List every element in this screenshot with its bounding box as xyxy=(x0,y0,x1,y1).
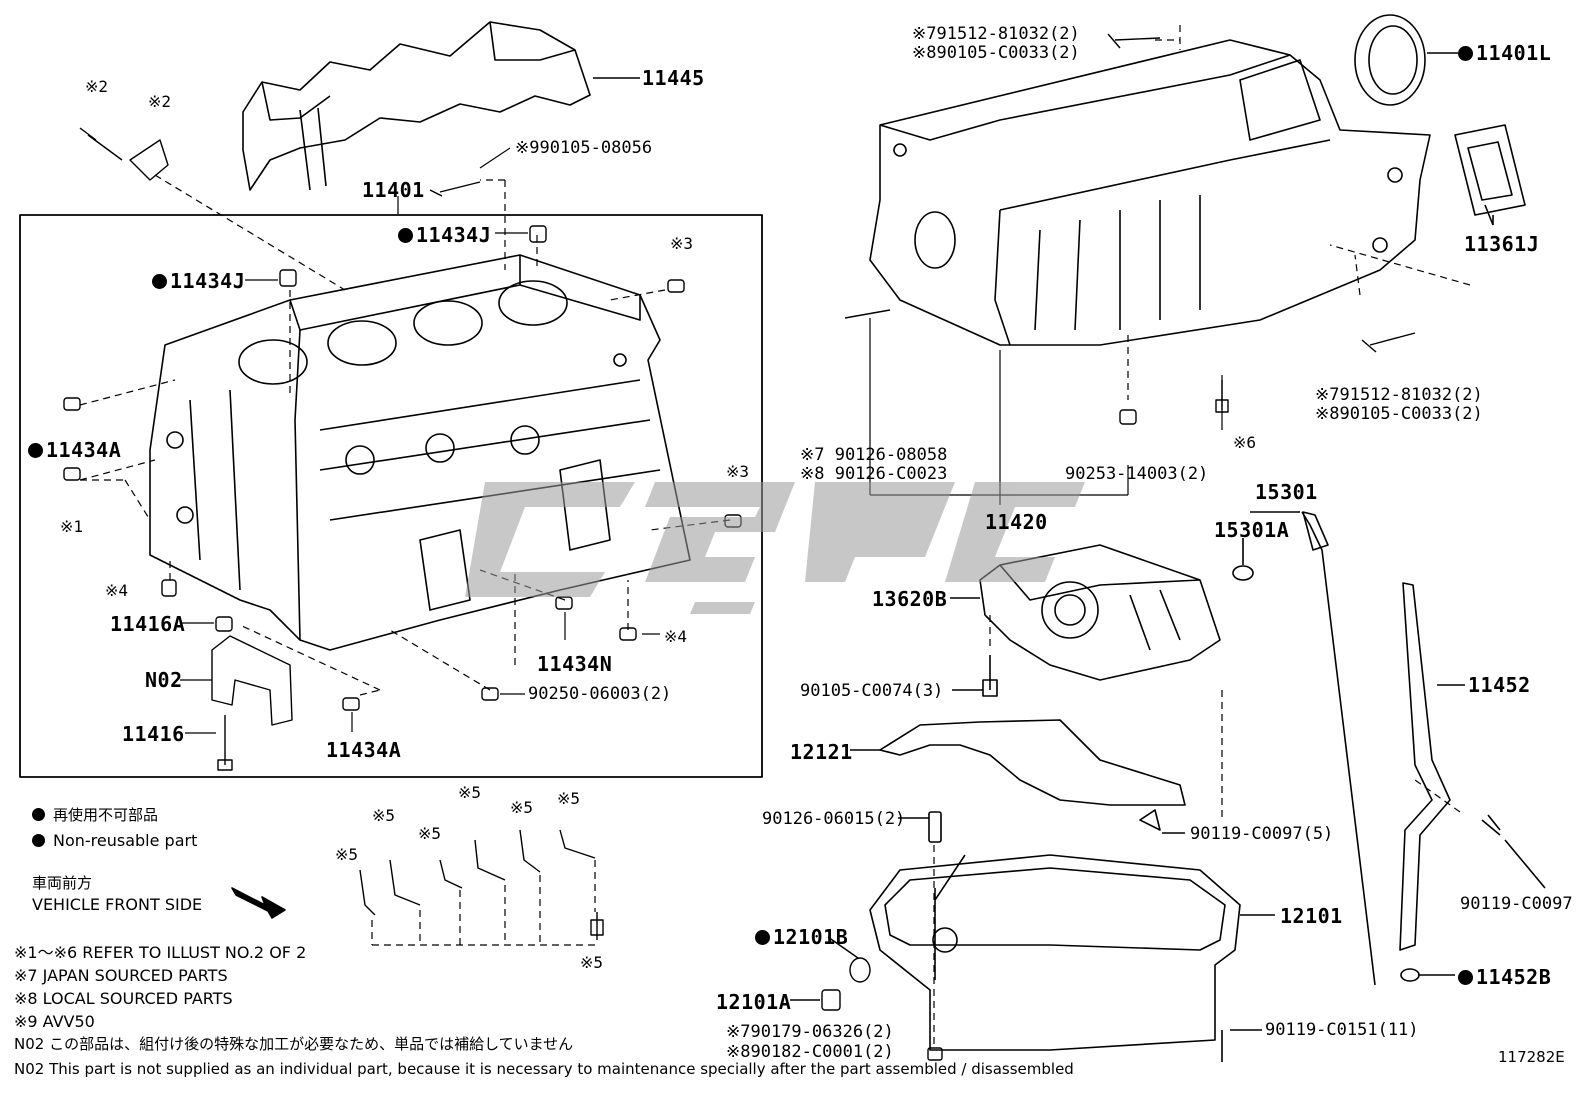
illustration-ref-code: 117282E xyxy=(1498,1048,1565,1066)
non-reusable-dot-icon xyxy=(398,228,413,243)
crankcase-bolts xyxy=(844,33,1416,425)
part-number: ※890105-C0033(2) xyxy=(1315,404,1483,424)
part-number: ※7 90126-08058 xyxy=(800,445,948,465)
oil-pan xyxy=(869,809,1275,1062)
ref-mark: ※5 xyxy=(335,845,359,864)
part-number: ※990105-08056 xyxy=(515,138,653,158)
part-number: 90126-06015(2) xyxy=(762,809,906,829)
gasket-cover xyxy=(1454,124,1526,226)
baffle-plate xyxy=(850,719,1186,806)
dipstick-guide xyxy=(1399,582,1546,982)
block-insulator-cover xyxy=(242,21,640,191)
ref-mark: ※5 xyxy=(418,824,442,843)
part-number: ※791512-81032(2) xyxy=(912,24,1080,44)
legend-front-ja: 車両前方 xyxy=(32,874,93,892)
note-local-sourced: ※8 LOCAL SOURCED PARTS xyxy=(14,989,233,1008)
watermark-logo xyxy=(465,482,1085,614)
label-11434A-bottom: 11434A xyxy=(326,738,402,762)
dipstick xyxy=(1232,511,1376,986)
ref-mark: ※1 xyxy=(60,517,84,536)
non-reusable-dot-icon xyxy=(755,930,770,945)
oil-nozzles xyxy=(359,829,604,940)
label-12101A: 12101A xyxy=(716,990,792,1014)
part-number: 90119-C0097 xyxy=(1460,894,1573,914)
part-number: 90250-06003(2) xyxy=(528,684,672,704)
part-number: ※890182-C0001(2) xyxy=(726,1042,894,1062)
label-11416: 11416 xyxy=(122,722,185,746)
note-n02-ja: N02 この部品は、組付け後の特殊な加工が必要なため、単品では補給していません xyxy=(14,1035,574,1053)
part-number: ※791512-81032(2) xyxy=(1315,385,1483,405)
note-refer: ※1～※6 REFER TO ILLUST NO.2 OF 2 xyxy=(14,943,307,962)
label-13620B: 13620B xyxy=(872,587,948,611)
ref-mark: ※5 xyxy=(580,953,604,972)
non-reusable-dot-icon xyxy=(1458,46,1473,61)
cylinder-block xyxy=(149,254,691,651)
label-15301A: 15301A xyxy=(1214,518,1290,542)
non-reusable-dot-icon xyxy=(28,443,43,458)
legend-front-en: VEHICLE FRONT SIDE xyxy=(32,895,203,914)
oil-seal xyxy=(1354,14,1458,106)
label-11434A-left: 11434A xyxy=(28,440,121,460)
label-11434J-left: 11434J xyxy=(152,271,245,291)
label-11434N: 11434N xyxy=(537,652,613,676)
label-11434J-upper: 11434J xyxy=(398,225,491,245)
upper-crankcase xyxy=(869,39,1431,346)
note-n02-en: N02 This part is not supplied as an indi… xyxy=(14,1060,1074,1078)
ref-mark: ※5 xyxy=(458,783,482,802)
ref-mark: ※4 xyxy=(664,627,688,646)
part-number: 90253-14003(2) xyxy=(1065,464,1209,484)
ref-mark: ※2 xyxy=(85,77,109,96)
label-11401: 11401 xyxy=(362,178,425,202)
ref-mark: ※3 xyxy=(670,234,694,253)
non-reusable-dot-icon xyxy=(1458,970,1473,985)
label-11452B: 11452B xyxy=(1458,967,1551,987)
part-number: ※8 90126-C0023 xyxy=(800,464,948,484)
label-11401L: 11401L xyxy=(1458,43,1551,63)
label-11420: 11420 xyxy=(985,510,1048,534)
label-12101B: 12101B xyxy=(755,927,848,947)
label-11416A: 11416A xyxy=(110,612,186,636)
ref-mark: ※5 xyxy=(557,789,581,808)
oil-pump xyxy=(950,544,1221,697)
part-number: ※790179-06326(2) xyxy=(726,1022,894,1042)
ref-mark: ※3 xyxy=(726,462,750,481)
part-number: 90119-C0151(11) xyxy=(1265,1020,1419,1040)
label-11361J: 11361J xyxy=(1464,232,1540,256)
ref-mark: ※5 xyxy=(510,798,534,817)
legend-nonreusable-en: Non-reusable part xyxy=(32,833,197,849)
note-avv50: ※9 AVV50 xyxy=(14,1012,95,1031)
legend-nonreusable-ja: 再使用不可部品 xyxy=(32,808,158,823)
label-15301: 15301 xyxy=(1255,480,1318,504)
part-number: 90105-C0074(3) xyxy=(800,681,944,701)
part-number: 90119-C0097(5) xyxy=(1190,824,1334,844)
ref-mark: ※6 xyxy=(1233,433,1257,452)
part-number: ※890105-C0033(2) xyxy=(912,43,1080,63)
label-12101: 12101 xyxy=(1280,904,1343,928)
label-N02: N02 xyxy=(145,668,183,692)
vehicle-front-arrow xyxy=(231,887,286,919)
ref-mark: ※2 xyxy=(148,92,172,111)
drain-plug xyxy=(790,936,943,1061)
note-japan-sourced: ※7 JAPAN SOURCED PARTS xyxy=(14,966,228,985)
ref-mark: ※5 xyxy=(372,806,396,825)
label-12121: 12121 xyxy=(790,740,853,764)
label-11452: 11452 xyxy=(1468,673,1531,697)
non-reusable-dot-icon xyxy=(152,274,167,289)
non-reusable-dot-icon xyxy=(32,834,45,847)
non-reusable-dot-icon xyxy=(32,808,45,821)
ref-mark: ※4 xyxy=(105,581,129,600)
label-11445: 11445 xyxy=(642,66,705,90)
